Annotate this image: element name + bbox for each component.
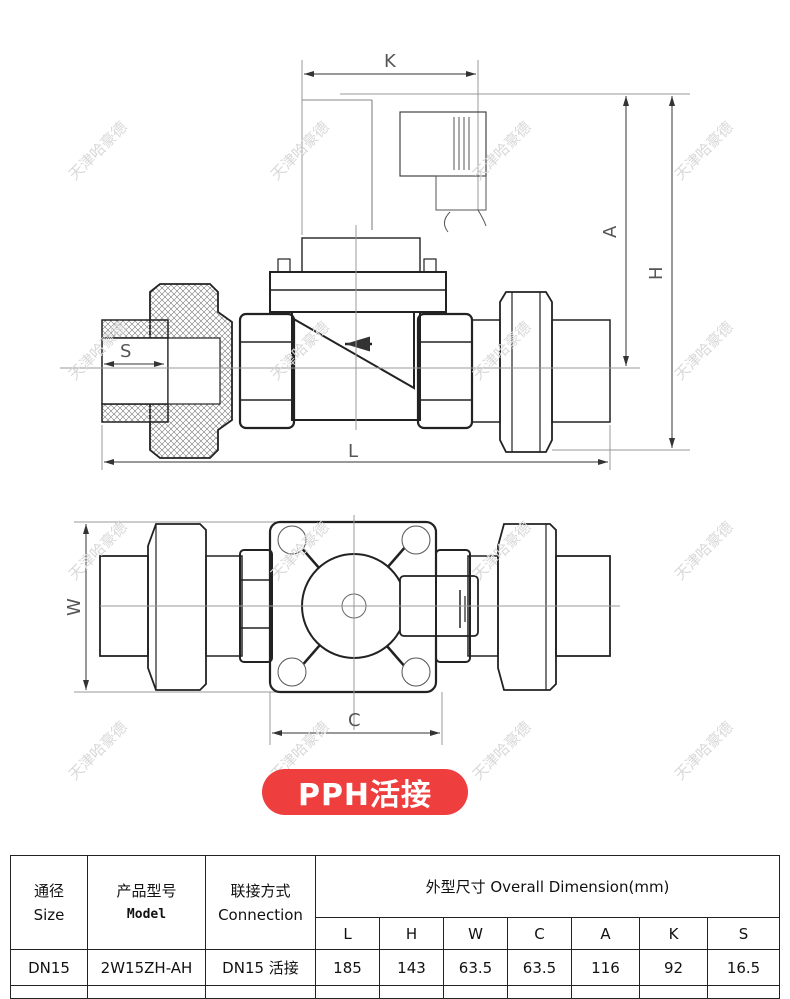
header-a: A — [571, 917, 640, 950]
header-c: C — [507, 917, 572, 950]
cell-model: 2W15ZH-AH — [87, 949, 206, 986]
dim-label-s: S — [120, 341, 131, 362]
cell-w: 63.5 — [443, 949, 508, 986]
table-row: DN15 2W15ZH-AH DN15 活接 185 143 63.5 63.5… — [10, 949, 781, 986]
dim-label-l: L — [348, 441, 358, 462]
dim-label-a: A — [600, 225, 621, 238]
dim-label-w: W — [64, 598, 85, 616]
cell-l: 185 — [315, 949, 380, 986]
header-overall-dimension: 外型尺寸 Overall Dimension(mm) — [314, 855, 781, 918]
cell-a: 116 — [571, 949, 640, 986]
valve-drawing-svg: K S L C A H W — [60, 51, 690, 745]
dim-label-k: K — [384, 51, 397, 72]
dim-label-h: H — [646, 266, 667, 280]
cell-k: 92 — [639, 949, 708, 986]
connection-type-badge: PPH活接 — [262, 769, 468, 815]
cell-connection: DN15 活接 — [205, 949, 316, 986]
dim-label-c: C — [348, 710, 361, 731]
cell-c: 63.5 — [507, 949, 572, 986]
cell-s: 16.5 — [706, 949, 781, 986]
header-h: H — [379, 917, 444, 950]
cell-size: DN15 — [10, 949, 88, 986]
table-row-cut-off — [10, 985, 781, 999]
valve-technical-drawing: K S L C A H W 天津哈豪德 天津哈豪德 天津哈豪德 天津哈豪德 天津… — [60, 51, 737, 784]
header-l: L — [315, 917, 380, 950]
header-s: S — [706, 917, 781, 950]
header-k: K — [639, 917, 708, 950]
cell-h: 143 — [379, 949, 444, 986]
header-w: W — [443, 917, 508, 950]
